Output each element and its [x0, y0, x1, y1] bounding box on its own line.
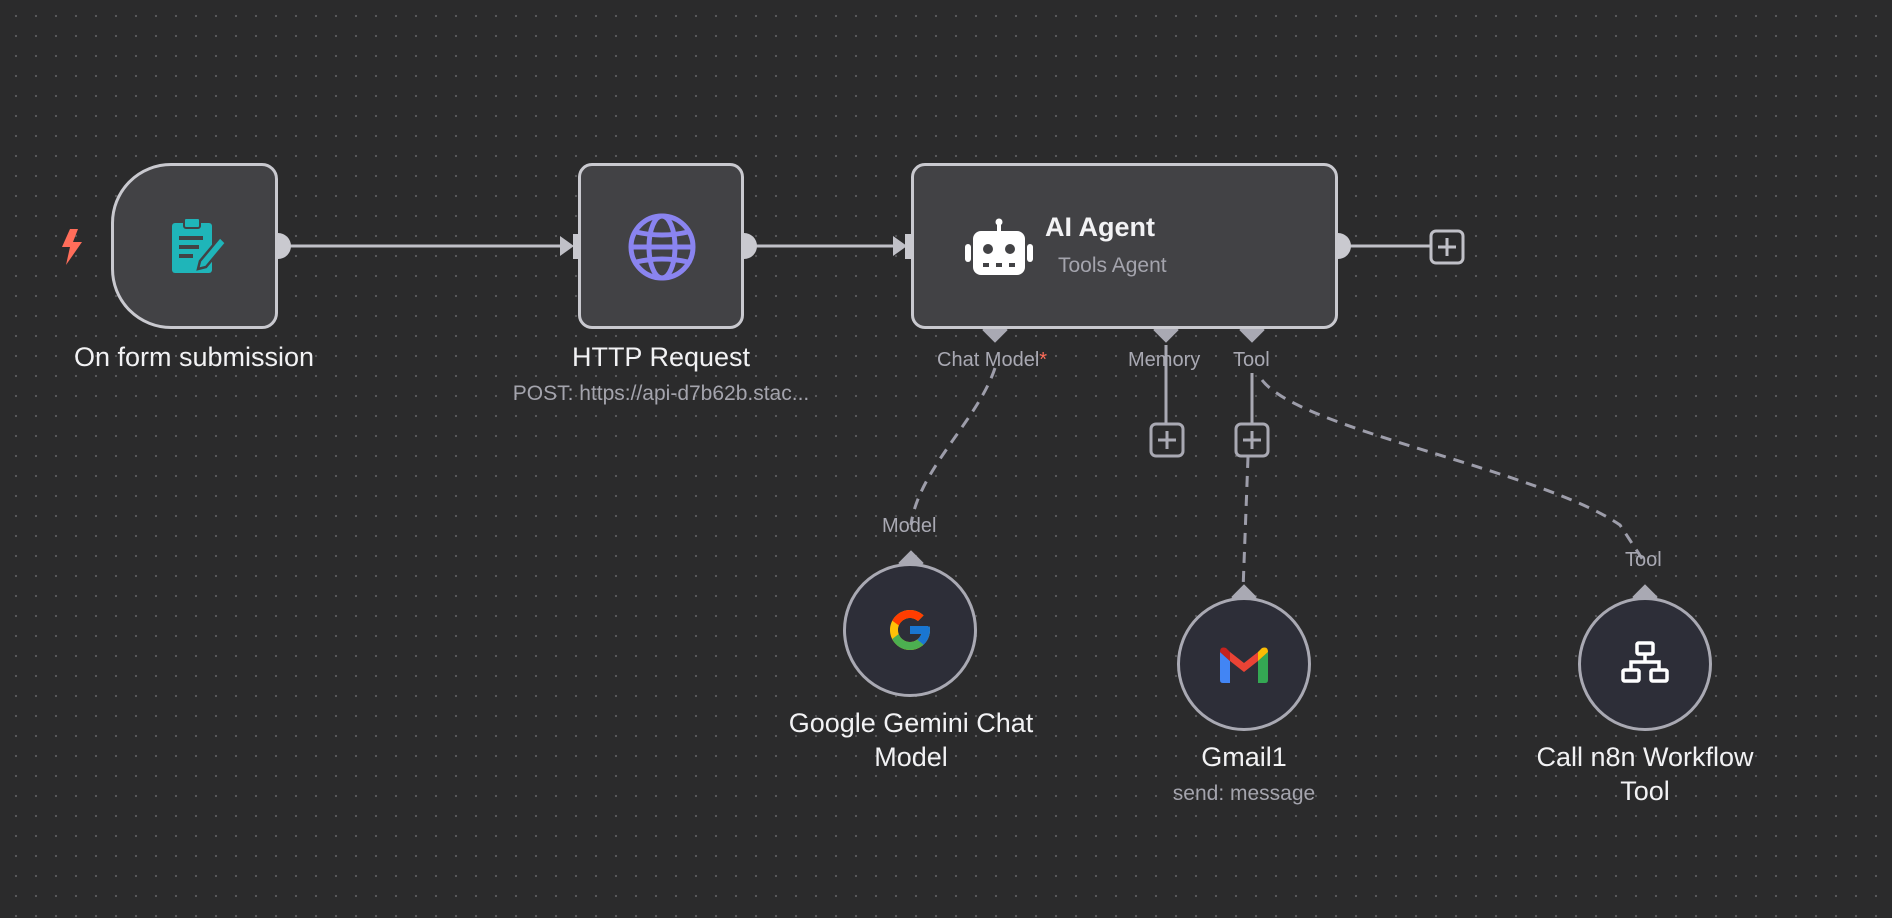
form-document-icon	[172, 217, 228, 273]
node-google-gemini-chat-model[interactable]	[843, 563, 977, 697]
arrowhead-http	[560, 236, 574, 256]
required-indicator: *	[1039, 349, 1048, 371]
port-label-text: Chat Model	[937, 349, 1040, 371]
globe-icon	[628, 213, 696, 281]
node-subtitle: POST: https://api-d7b62b.stac...	[512, 382, 810, 405]
chat-model-port-label: Chat Model*	[937, 348, 1047, 372]
connection-gmail-tool[interactable]	[1241, 456, 1250, 591]
node-gmail1[interactable]	[1177, 597, 1311, 731]
memory-port-label: Memory	[1128, 349, 1201, 371]
arrowhead-agent	[893, 236, 907, 256]
node-title-line2: Tool	[1620, 776, 1670, 806]
node-call-n8n-workflow-tool[interactable]	[1578, 597, 1712, 731]
node-title: Gmail1	[1201, 742, 1287, 772]
node-title: HTTP Request	[571, 342, 751, 372]
node-title-line1: Google Gemini Chat	[788, 708, 1034, 738]
robot-icon	[965, 218, 1033, 275]
node-http-request[interactable]	[578, 163, 744, 329]
node-title: AI Agent	[1045, 212, 1155, 242]
gmail-icon	[1220, 647, 1268, 683]
sitemap-icon	[1621, 641, 1669, 683]
agent-input-handle[interactable]	[905, 234, 916, 259]
model-input-label: Model	[882, 515, 937, 537]
node-on-form-submission[interactable]	[111, 163, 278, 329]
node-title-line1: Call n8n Workflow	[1536, 742, 1754, 772]
lightning-bolt-icon	[62, 229, 82, 265]
add-memory-button[interactable]	[1149, 422, 1185, 458]
node-subtitle: Tools Agent	[1058, 254, 1167, 277]
node-subtitle: send: message	[1172, 782, 1316, 805]
node-title: On form submission	[73, 342, 315, 372]
add-node-button[interactable]	[1429, 229, 1465, 265]
node-ai-agent[interactable]	[911, 163, 1338, 329]
add-tool-button[interactable]	[1234, 422, 1270, 458]
node-title-line2: Model	[874, 742, 948, 772]
google-icon	[890, 610, 930, 650]
connection-gemini-chatmodel[interactable]	[909, 367, 997, 526]
connection-calltool-tool[interactable]	[1260, 379, 1645, 561]
tool-port-label: Tool	[1233, 349, 1270, 371]
tool-input-label: Tool	[1625, 549, 1662, 571]
